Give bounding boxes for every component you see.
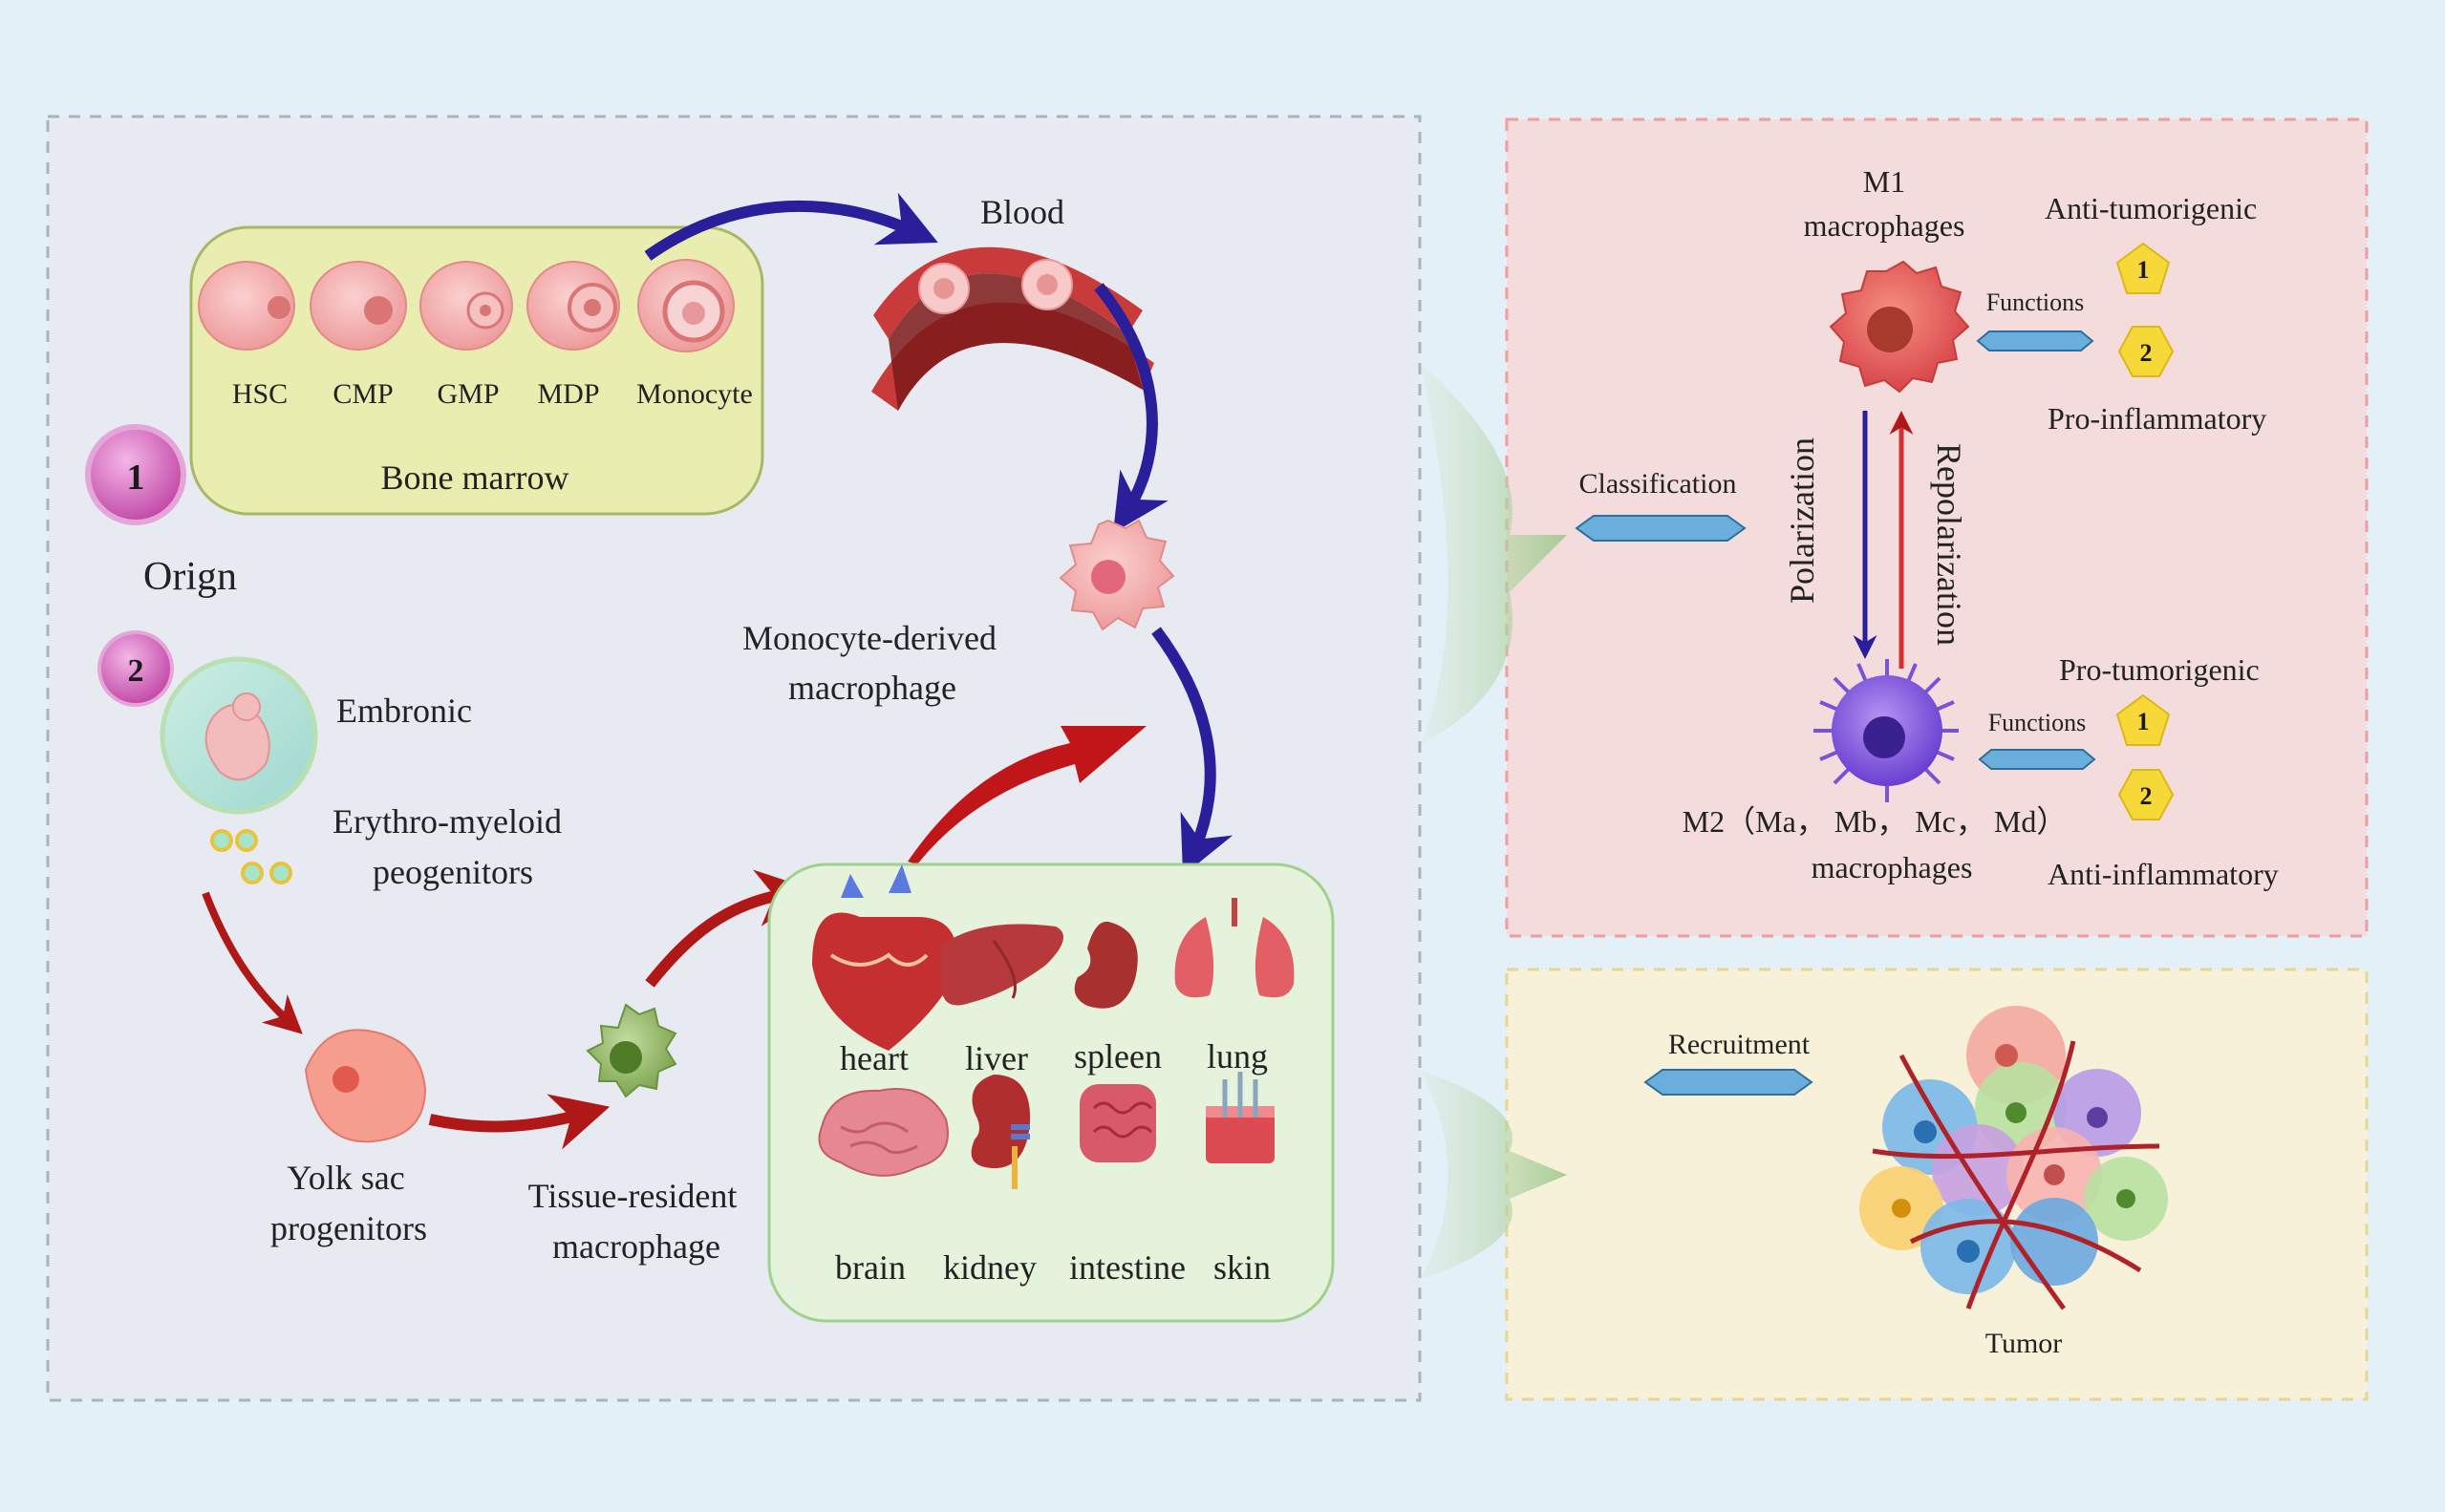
m1-function-2-text: Pro-inflammatory bbox=[2048, 401, 2267, 436]
recruitment-label: Recruitment bbox=[1667, 1029, 1811, 1060]
gmp-label: GMP bbox=[437, 378, 500, 410]
organ-label-intestine: intestine bbox=[1069, 1248, 1186, 1287]
brain-icon bbox=[818, 1088, 949, 1177]
monocyte-derived-label-2: macrophage bbox=[788, 669, 956, 707]
blood-vessel-icon bbox=[871, 246, 1154, 411]
m1-label-2: macrophages bbox=[1803, 208, 1965, 243]
monocyte-derived-macrophage-icon bbox=[1059, 519, 1175, 631]
arrow-macrophage-to-organs bbox=[1151, 627, 1233, 876]
cmp-label: CMP bbox=[332, 378, 394, 410]
bone-marrow-label: Bone marrow bbox=[380, 458, 569, 497]
m1-function-2-number: 2 bbox=[2139, 339, 2153, 367]
hsc-cell-icon bbox=[198, 261, 295, 351]
m2-function-2-text: Anti-inflammatory bbox=[2048, 857, 2279, 891]
embryonic-label: Embronic bbox=[336, 692, 472, 730]
yolk-sac-label-2: progenitors bbox=[270, 1209, 427, 1247]
cmp-cell-icon bbox=[310, 261, 407, 351]
arrow-yolk-to-tissue bbox=[428, 1094, 611, 1150]
m1-label-1: M1 bbox=[1862, 164, 1906, 199]
m2-macrophage-icon bbox=[1813, 659, 1959, 802]
gmp-cell-icon bbox=[419, 261, 513, 351]
organ-label-kidney: kidney bbox=[943, 1248, 1037, 1287]
path-2-number: 2 bbox=[127, 653, 144, 689]
kidney-icon bbox=[971, 1075, 1031, 1189]
arrow-organs-to-monocyte-derived bbox=[908, 726, 1147, 864]
organ-label-spleen: spleen bbox=[1074, 1037, 1162, 1075]
emp-cells-icon bbox=[210, 829, 292, 884]
intestine-icon bbox=[1080, 1084, 1156, 1162]
m1-function-1-number: 1 bbox=[2136, 256, 2150, 284]
tissue-resident-label-2: macrophage bbox=[552, 1227, 720, 1266]
tissue-resident-macrophage-icon bbox=[586, 1003, 677, 1098]
spleen-icon bbox=[1074, 921, 1138, 1009]
path-2-badge bbox=[97, 630, 174, 707]
embryo-icon bbox=[160, 656, 318, 815]
yolk-sac-progenitor-icon bbox=[304, 1029, 427, 1143]
m2-label-2: macrophages bbox=[1811, 850, 1973, 884]
monocyte-cell-icon bbox=[637, 259, 735, 352]
m2-function-1-text: Pro-tumorigenic bbox=[2059, 652, 2260, 687]
erythro-myeloid-label-1: Erythro-myeloid bbox=[332, 802, 562, 841]
m2-label-1: M2（Ma， Mb， Mc， Md） bbox=[1682, 804, 2068, 839]
path-1-number: 1 bbox=[126, 458, 145, 498]
origin-title: Orign bbox=[143, 555, 237, 599]
fan-to-recruitment bbox=[1420, 1070, 1567, 1280]
monocyte-derived-label-1: Monocyte-derived bbox=[742, 619, 997, 657]
tissue-resident-label-1: Tissue-resident bbox=[527, 1177, 738, 1215]
hsc-label: HSC bbox=[231, 378, 289, 410]
m1-functions-arrow bbox=[1976, 330, 2094, 351]
tumor-icon bbox=[1859, 1006, 2168, 1310]
m1-function-1-badge bbox=[2115, 242, 2171, 294]
recruitment-arrow bbox=[1643, 1069, 1813, 1096]
organ-label-liver: liver bbox=[965, 1039, 1028, 1077]
heart-icon bbox=[812, 864, 957, 1051]
m1-functions-label: Functions bbox=[1985, 288, 2085, 316]
arrow-tissue-to-organs bbox=[645, 869, 814, 988]
organ-label-brain: brain bbox=[835, 1248, 906, 1287]
m2-function-1-badge bbox=[2115, 693, 2171, 746]
arrow-emp-to-yolk-sac bbox=[202, 891, 303, 1034]
m1-function-2-badge bbox=[2117, 326, 2175, 377]
m2-functions-arrow bbox=[1978, 749, 2096, 770]
lung-icon bbox=[1174, 898, 1295, 998]
m1-function-1-text: Anti-tumorigenic bbox=[2045, 191, 2258, 225]
tumor-label: Tumor bbox=[1984, 1328, 2063, 1359]
blood-label: Blood bbox=[979, 193, 1065, 231]
mdp-cell-icon bbox=[526, 261, 620, 351]
classification-label: Classification bbox=[1578, 468, 1737, 500]
m2-function-1-number: 1 bbox=[2136, 708, 2150, 735]
organ-label-skin: skin bbox=[1212, 1248, 1272, 1287]
skin-icon bbox=[1206, 1072, 1275, 1163]
path-1-badge bbox=[85, 424, 186, 525]
arrow-bone-marrow-to-blood bbox=[644, 192, 938, 261]
erythro-myeloid-label-2: peogenitors bbox=[373, 853, 533, 891]
monocyte-label: Monocyte bbox=[636, 378, 753, 410]
m2-function-2-badge bbox=[2117, 769, 2175, 820]
m1-macrophage-icon bbox=[1829, 260, 1970, 394]
m2-functions-label: Functions bbox=[1987, 709, 2087, 736]
fan-to-classification bbox=[1420, 363, 1567, 745]
polarization-label: Polarization bbox=[1783, 437, 1821, 604]
classification-arrow bbox=[1575, 515, 1747, 542]
arrow-blood-to-macrophage bbox=[1094, 283, 1169, 534]
mdp-label: MDP bbox=[537, 378, 600, 410]
liver-icon bbox=[941, 924, 1063, 1006]
repolarization-label: Repolarization bbox=[1930, 443, 1968, 646]
m2-function-2-number: 2 bbox=[2139, 782, 2153, 810]
organ-label-heart: heart bbox=[840, 1039, 909, 1077]
yolk-sac-label-1: Yolk sac bbox=[287, 1159, 405, 1197]
organ-label-lung: lung bbox=[1206, 1037, 1269, 1075]
